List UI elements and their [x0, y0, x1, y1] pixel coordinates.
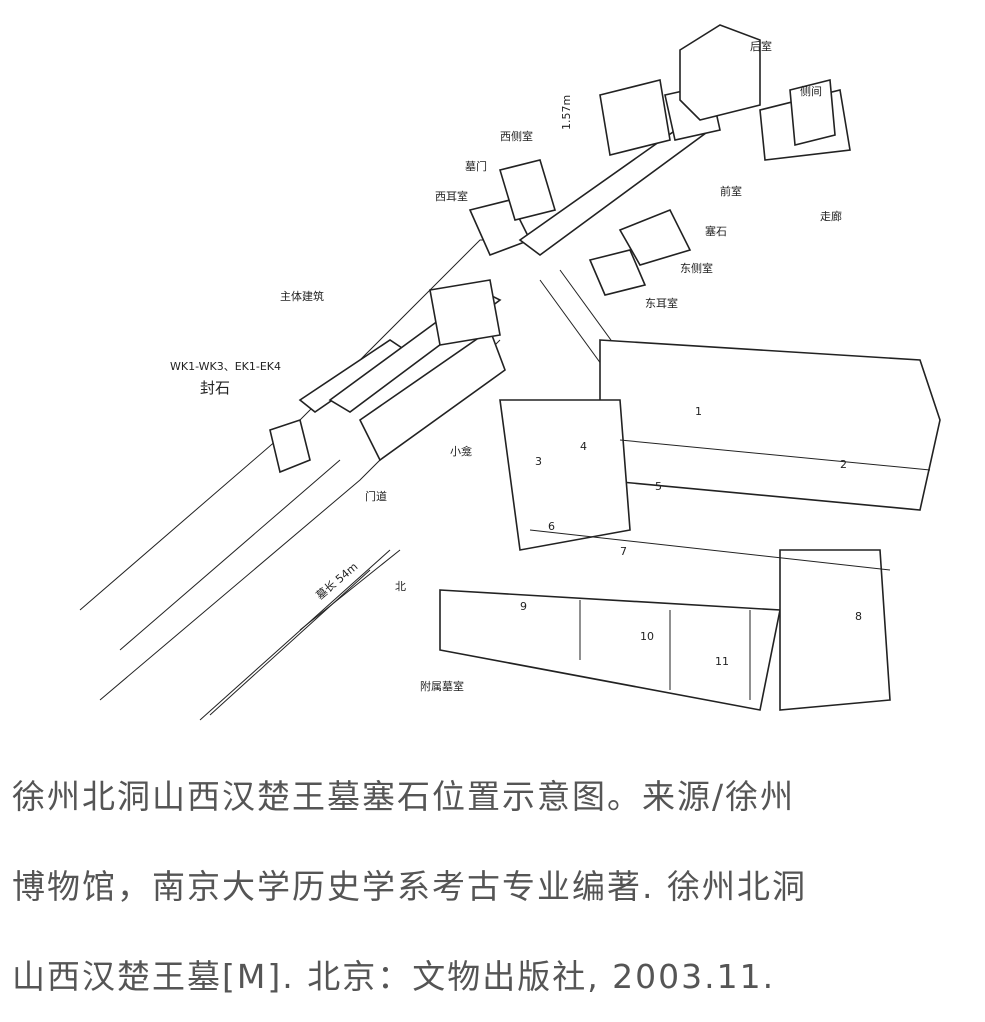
diagram-svg: 后室 侧间 前室 走廊 塞石 东侧室 东耳室 西侧室 墓门 西耳室 主体建筑 W… — [79, 24, 941, 721]
label-sealing-stone-ids: WK1-WK3、EK1-EK4 — [170, 360, 281, 373]
length-arrow — [209, 569, 371, 716]
label-west-side-chamber: 西侧室 — [500, 129, 533, 143]
label-rear-chamber: 后室 — [750, 39, 772, 53]
label-doorway: 门道 — [365, 489, 387, 503]
label-side-rooms: 侧间 — [800, 85, 822, 98]
label-corridor: 走廊 — [820, 209, 842, 223]
label-front-chamber: 前室 — [720, 184, 742, 198]
figure-caption: 徐州北洞山西汉楚王墓塞石位置示意图。来源/徐州 博物馆，南京大学历史学系考古专业… — [12, 752, 982, 1022]
label-east-side-chamber: 东侧室 — [680, 261, 713, 275]
auxiliary-chambers — [439, 339, 941, 711]
room-number: 10 — [640, 630, 654, 643]
caption-line: 博物馆，南京大学历史学系考古专业编著. 徐州北洞 — [12, 867, 807, 906]
tomb-layout-diagram: 后室 侧间 前室 走廊 塞石 东侧室 东耳室 西侧室 墓门 西耳室 主体建筑 W… — [60, 10, 960, 725]
label-tomb-gate: 墓门 — [465, 159, 487, 173]
caption-line: 徐州北洞山西汉楚王墓塞石位置示意图。来源/徐州 — [12, 777, 796, 816]
room-number: 1 — [695, 405, 702, 418]
label-plug-stones: 塞石 — [705, 224, 727, 238]
label-east-ear-chamber: 东耳室 — [645, 296, 678, 310]
label-height: 1.57m — [560, 95, 573, 130]
tomb-passage — [79, 24, 851, 721]
label-west-ear-chamber: 西耳室 — [435, 189, 468, 203]
room-number: 11 — [715, 655, 729, 668]
north-arrow — [299, 549, 401, 631]
room-number: 9 — [520, 600, 527, 613]
room-number: 7 — [620, 545, 627, 558]
room-number: 3 — [535, 455, 542, 468]
caption-line: 山西汉楚王墓[M]. 北京：文物出版社, 2003.11. — [12, 957, 776, 996]
label-tomb-length: 墓长 54m — [314, 560, 361, 602]
room-number: 5 — [655, 480, 662, 493]
label-auxiliary-chambers: 附属墓室 — [420, 679, 464, 693]
room-number: 8 — [855, 610, 862, 623]
label-main-structure: 主体建筑 — [280, 289, 324, 303]
room-number: 6 — [548, 520, 555, 533]
room-number: 2 — [840, 458, 847, 471]
room-number: 4 — [580, 440, 587, 453]
label-sealing-stones: 封石 — [200, 379, 230, 397]
label-north: 北 — [395, 580, 406, 593]
label-niche: 小龛 — [450, 444, 472, 458]
